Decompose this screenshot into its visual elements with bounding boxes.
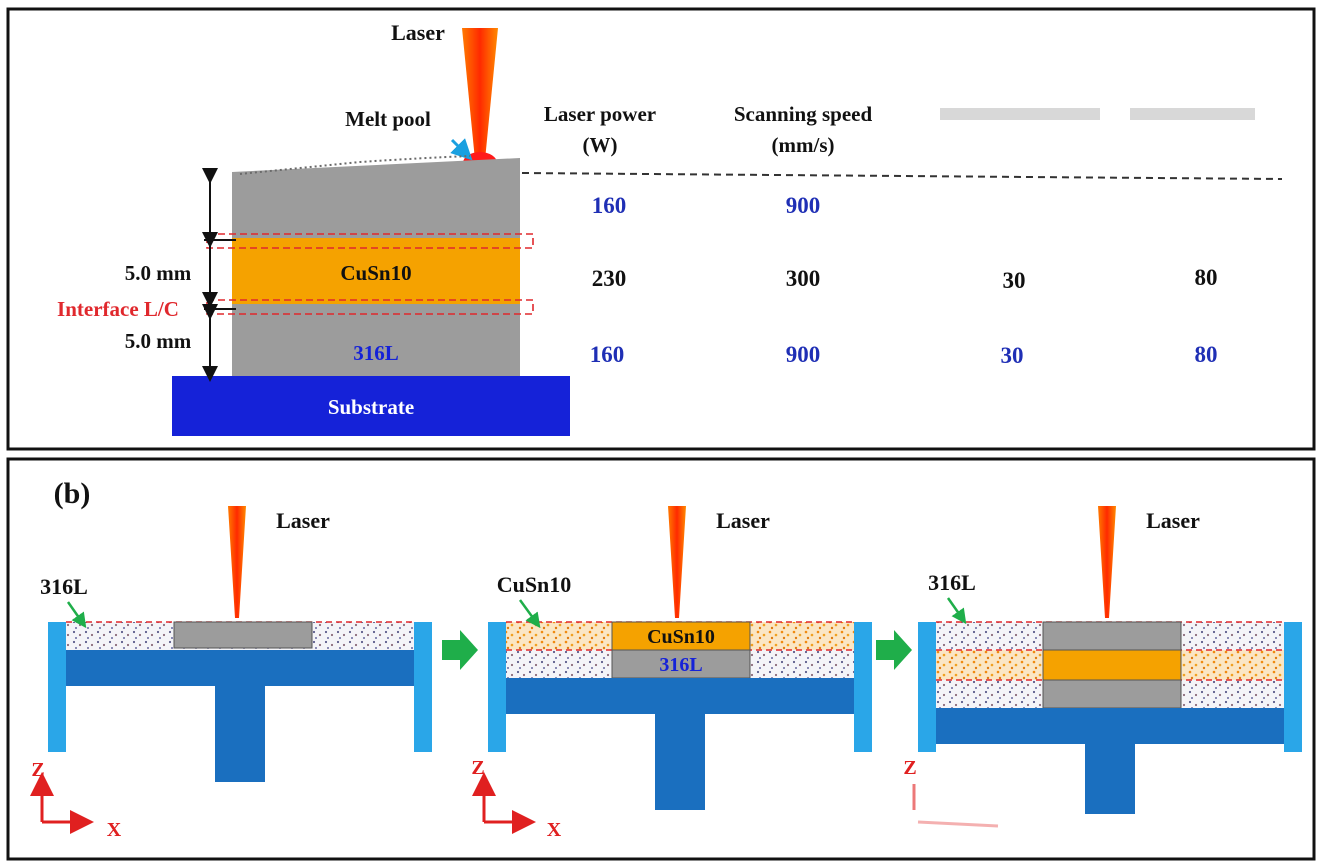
parameter-table: 160 900 230 300 30 80 160 900 30 80 xyxy=(590,193,1218,368)
process-step-2: Laser CuSn10 316L CuSn10 Z X xyxy=(471,506,872,841)
row3-col4: 80 xyxy=(1195,342,1218,367)
dimension-upper-label: 5.0 mm xyxy=(125,261,192,285)
powder-label: 316L xyxy=(40,574,88,599)
z-axis-label: Z xyxy=(471,757,484,779)
left-wall xyxy=(918,622,936,752)
build-platform xyxy=(506,678,854,714)
substrate-label: Substrate xyxy=(328,395,414,419)
process-step-3: Laser 316L Z xyxy=(903,506,1302,828)
powder-pointer-arrow xyxy=(66,601,87,629)
z-axis-label: Z xyxy=(31,759,44,781)
printed-316l-part xyxy=(173,621,313,649)
header-laser-power-line2: (W) xyxy=(583,133,618,157)
powder-pointer-arrow xyxy=(946,597,967,625)
row2-col3: 30 xyxy=(1003,268,1026,293)
row2-col4: 80 xyxy=(1195,265,1218,290)
build-platform xyxy=(936,708,1284,744)
panel-b-label: (b) xyxy=(54,477,91,510)
panel-a-frame xyxy=(6,7,1316,451)
header-col3-blurred xyxy=(940,108,1100,120)
left-wall xyxy=(488,622,506,752)
row1-laser-power: 160 xyxy=(592,193,627,218)
cusn10-block xyxy=(232,238,520,304)
right-wall xyxy=(414,622,432,752)
laser-label: Laser xyxy=(1146,508,1200,533)
melt-pool-arrow xyxy=(450,138,473,161)
powder-label: CuSn10 xyxy=(497,572,572,597)
substrate-block xyxy=(172,376,570,436)
step-arrow-2 xyxy=(876,630,912,670)
laser-beam xyxy=(1098,506,1116,618)
row1-scanning-speed: 900 xyxy=(786,193,821,218)
powder-pointer-arrow xyxy=(518,599,541,629)
316l-label: 316L xyxy=(353,341,399,365)
interface-label: Interface L/C xyxy=(57,297,179,321)
block-cusn10-label: CuSn10 xyxy=(647,626,715,648)
printed-316l-bottom-part xyxy=(1042,679,1182,709)
x-axis-label: X xyxy=(547,819,562,841)
laser-label: Laser xyxy=(391,20,445,45)
laser-beam xyxy=(668,506,686,618)
laser-beam xyxy=(228,506,246,618)
x-axis-arrow xyxy=(917,820,999,828)
top-surface-slope xyxy=(232,158,520,172)
header-scanning-speed-line2: (mm/s) xyxy=(772,133,835,157)
row2-scanning-speed: 300 xyxy=(786,266,821,291)
printed-cusn10-part xyxy=(611,621,751,651)
printed-cusn10-part xyxy=(1042,649,1182,681)
x-axis-label: X xyxy=(107,819,122,841)
step-arrow-1 xyxy=(442,630,478,670)
z-axis-label: Z xyxy=(903,757,916,779)
row3-laser-power: 160 xyxy=(590,342,625,367)
platform-piston xyxy=(1085,744,1135,814)
right-wall xyxy=(854,622,872,752)
top-316l-block xyxy=(232,172,520,238)
block-316l-label: 316L xyxy=(659,654,702,676)
row2-laser-power: 230 xyxy=(592,266,627,291)
platform-piston xyxy=(655,714,705,810)
cusn10-label: CuSn10 xyxy=(340,261,411,285)
top-reference-line xyxy=(521,172,1283,180)
deposited-track xyxy=(239,155,471,175)
bottom-316l-block xyxy=(232,304,520,378)
platform-piston xyxy=(215,686,265,782)
header-col4-blurred xyxy=(1130,108,1255,120)
header-scanning-speed-line1: Scanning speed xyxy=(734,102,873,126)
row3-col3: 30 xyxy=(1001,343,1024,368)
powder-label: 316L xyxy=(928,570,976,595)
laser-beam xyxy=(462,28,498,160)
laser-label: Laser xyxy=(276,508,330,533)
header-laser-power-line1: Laser power xyxy=(544,102,656,126)
build-platform xyxy=(66,650,414,686)
melt-pool-label: Melt pool xyxy=(345,107,431,131)
printed-316l-part xyxy=(611,649,751,679)
process-step-1: Laser 316L Z X xyxy=(30,506,432,841)
laser-label: Laser xyxy=(716,508,770,533)
left-wall xyxy=(48,622,66,752)
dimension-lower-label: 5.0 mm xyxy=(125,329,192,353)
right-wall xyxy=(1284,622,1302,752)
printed-316l-top-part xyxy=(1042,621,1182,651)
row3-scanning-speed: 900 xyxy=(786,342,821,367)
